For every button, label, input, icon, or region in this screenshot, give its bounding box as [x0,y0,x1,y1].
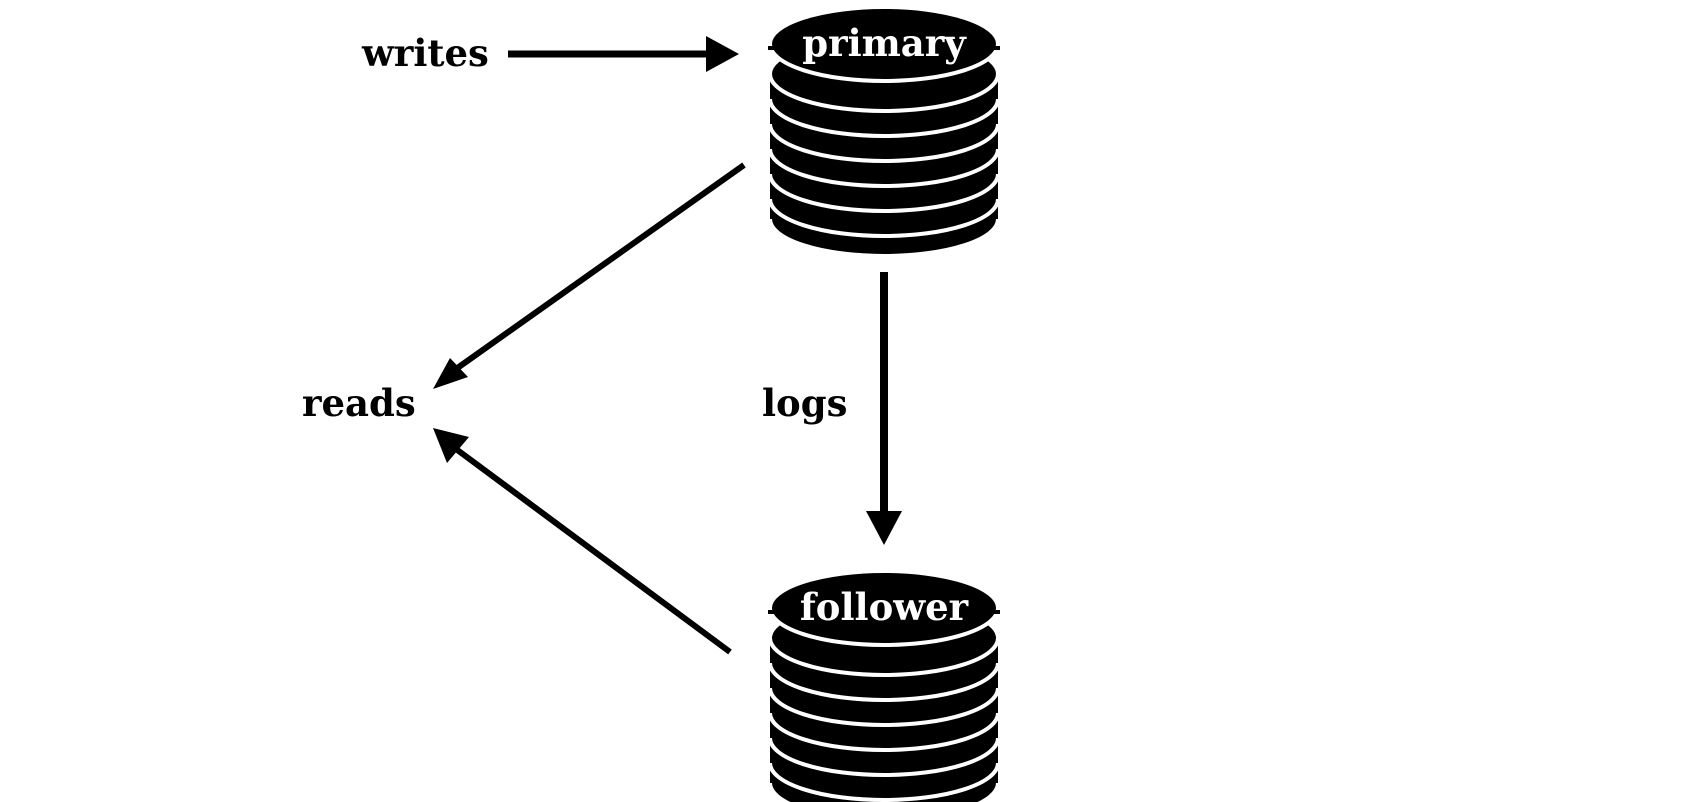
follower-label: follower [800,585,969,629]
logs-label: logs [762,381,847,425]
primary-label: primary [802,21,967,65]
follower-to-reads-arrow [433,428,732,655]
reads-label: reads [302,381,416,425]
writes-label: writes [361,31,489,75]
writes-arrow [508,36,739,72]
logs-arrow [866,272,902,545]
primary-to-reads-arrow [433,162,746,389]
